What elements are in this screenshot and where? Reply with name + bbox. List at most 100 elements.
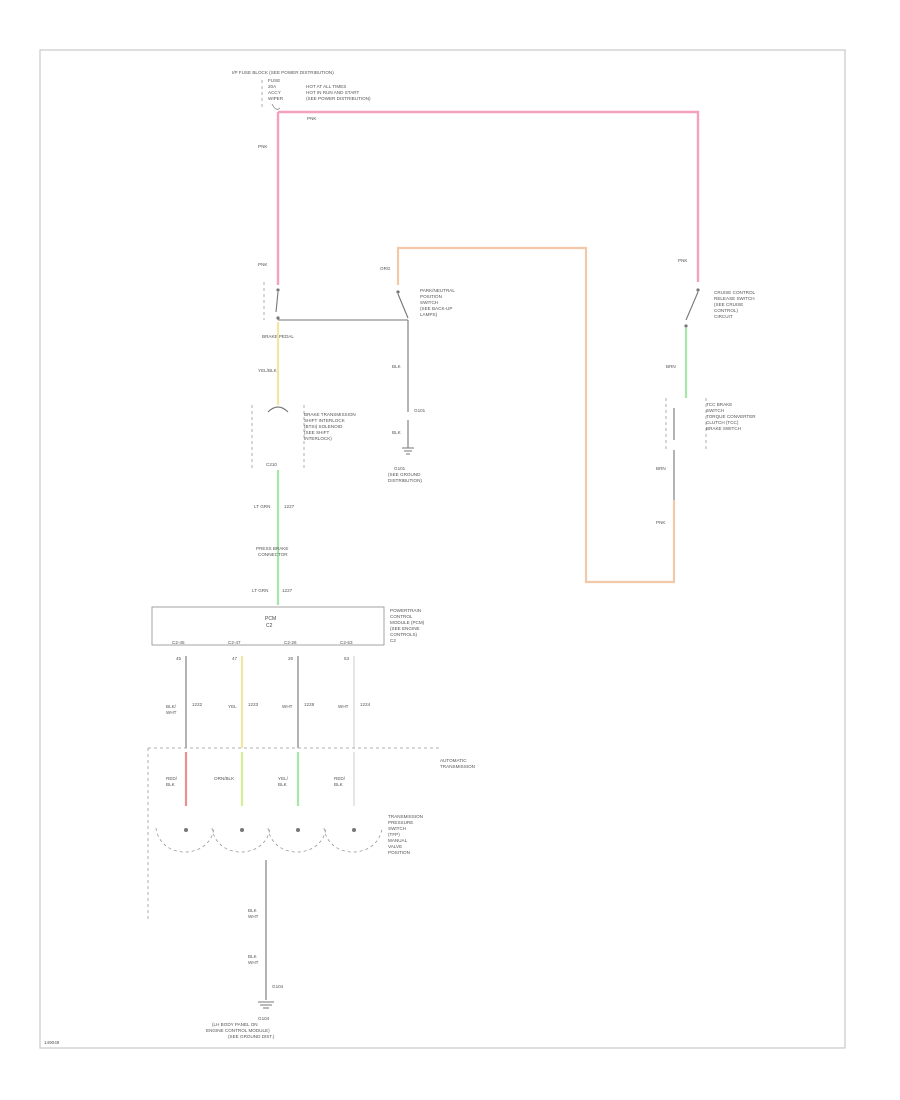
- svg-text:BLK: BLK: [392, 430, 402, 435]
- svg-text:BLK: BLK: [278, 782, 288, 787]
- svg-text:CONTROL): CONTROL): [714, 308, 738, 313]
- btsi-solenoid: BRAKE TRANSMISSION SHIFT INTERLOCK (BTSI…: [251, 405, 356, 470]
- svg-text:(SEE CRUISE: (SEE CRUISE: [714, 302, 743, 307]
- svg-text:SWITCH: SWITCH: [420, 300, 438, 305]
- svg-text:1228: 1228: [304, 702, 315, 707]
- svg-text:C2-45: C2-45: [172, 640, 185, 645]
- svg-text:G101: G101: [394, 466, 406, 471]
- svg-text:PCM: PCM: [265, 616, 276, 622]
- svg-text:1227: 1227: [284, 504, 295, 509]
- pressure-switch-assembly: TRANSMISSION PRESSURE SWITCH (TFP) MANUA…: [155, 814, 423, 855]
- park-neutral-switch: PARK/NEUTRAL POSITION SWITCH (SEE BACK-U…: [388, 288, 455, 483]
- svg-text:CONTROLS): CONTROLS): [390, 632, 418, 637]
- svg-text:WIPER: WIPER: [268, 96, 284, 101]
- svg-text:1222: 1222: [192, 702, 203, 707]
- svg-text:RED/: RED/: [166, 776, 178, 781]
- orange-wire: [396, 246, 676, 584]
- svg-text:CLUTCH (TCC): CLUTCH (TCC): [706, 420, 739, 425]
- svg-text:BLK: BLK: [392, 364, 402, 369]
- svg-text:45: 45: [176, 656, 182, 661]
- svg-text:PNK: PNK: [258, 262, 268, 267]
- svg-text:BLK: BLK: [334, 782, 344, 787]
- svg-text:BRAKE TRANSMISSION: BRAKE TRANSMISSION: [304, 412, 356, 417]
- svg-text:ENGINE CONTROL MODULE): ENGINE CONTROL MODULE): [206, 1028, 270, 1033]
- svg-text:47: 47: [232, 656, 238, 661]
- fuse-symbol: [271, 103, 281, 110]
- svg-text:(SEE POWER DISTRIBUTION): (SEE POWER DISTRIBUTION): [306, 96, 371, 101]
- svg-text:TORQUE CONVERTER: TORQUE CONVERTER: [706, 414, 756, 419]
- svg-text:C210: C210: [266, 462, 277, 467]
- svg-text:1223: 1223: [248, 702, 259, 707]
- svg-text:PNK: PNK: [258, 144, 268, 149]
- svg-text:BRAKE SWITCH: BRAKE SWITCH: [706, 426, 741, 431]
- svg-text:BRN: BRN: [666, 364, 676, 369]
- svg-text:BRN: BRN: [656, 466, 666, 471]
- svg-text:BLK: BLK: [248, 954, 258, 959]
- svg-text:CRUISE CONTROL: CRUISE CONTROL: [714, 290, 756, 295]
- ground-mid-symbol: [402, 447, 414, 455]
- svg-text:TRANSMISSION: TRANSMISSION: [440, 764, 475, 769]
- svg-text:MANUAL: MANUAL: [388, 838, 408, 843]
- svg-text:20A: 20A: [268, 84, 277, 89]
- svg-text:POWERTRAIN: POWERTRAIN: [390, 608, 421, 613]
- svg-text:PNK: PNK: [656, 520, 666, 525]
- svg-text:SHIFT INTERLOCK: SHIFT INTERLOCK: [304, 418, 346, 423]
- svg-text:(SEE SHIFT: (SEE SHIFT: [304, 430, 329, 435]
- svg-text:BLK: BLK: [248, 908, 258, 913]
- svg-text:CIRCUIT: CIRCUIT: [714, 314, 733, 319]
- svg-text:RED/: RED/: [334, 776, 346, 781]
- svg-text:LAMPS): LAMPS): [420, 312, 438, 317]
- svg-text:FUSE: FUSE: [268, 78, 280, 83]
- pink-wire-top: [278, 110, 700, 282]
- pcm-module: PCM C2 POWERTRAIN CONTROL MODULE (PCM) (…: [151, 606, 425, 661]
- svg-text:DISTRIBUTION): DISTRIBUTION): [388, 478, 422, 483]
- svg-text:WHT: WHT: [248, 960, 259, 965]
- svg-text:INTERLOCK): INTERLOCK): [304, 436, 332, 441]
- svg-text:ORN/BLK: ORN/BLK: [214, 776, 235, 781]
- svg-text:YEL/BLK: YEL/BLK: [258, 368, 278, 373]
- svg-text:1227: 1227: [282, 588, 293, 593]
- svg-text:G101: G101: [414, 408, 426, 413]
- svg-text:WHT: WHT: [166, 710, 177, 715]
- svg-text:ACCY: ACCY: [268, 90, 281, 95]
- svg-text:(BTSI) SOLENOID: (BTSI) SOLENOID: [304, 424, 343, 429]
- fuse-block: I/P FUSE BLOCK (SEE POWER DISTRIBUTION) …: [232, 70, 371, 110]
- svg-text:TCC BRAKE: TCC BRAKE: [706, 402, 732, 407]
- svg-text:G104: G104: [272, 984, 284, 989]
- svg-text:PNK: PNK: [678, 258, 688, 263]
- cruise-release-switch: CRUISE CONTROL RELEASE SWITCH (SEE CRUIS…: [684, 288, 756, 328]
- svg-text:LT GRN: LT GRN: [254, 504, 270, 509]
- svg-text:AUTOMATIC: AUTOMATIC: [440, 758, 467, 763]
- svg-text:(SEE GROUND: (SEE GROUND: [388, 472, 421, 477]
- svg-text:YEL: YEL: [228, 704, 237, 709]
- svg-text:WHT: WHT: [282, 704, 293, 709]
- svg-text:C2-47: C2-47: [228, 640, 241, 645]
- fuse-block-title: I/P FUSE BLOCK (SEE POWER DISTRIBUTION): [232, 70, 334, 75]
- svg-text:YEL/: YEL/: [278, 776, 289, 781]
- svg-text:26: 26: [288, 656, 294, 661]
- svg-text:C2: C2: [390, 638, 396, 643]
- svg-text:PRESSURE: PRESSURE: [388, 820, 413, 825]
- svg-text:C2-26: C2-26: [284, 640, 297, 645]
- svg-text:PNK: PNK: [307, 116, 317, 121]
- svg-text:RELEASE SWITCH: RELEASE SWITCH: [714, 296, 755, 301]
- svg-text:BLK/: BLK/: [166, 704, 177, 709]
- svg-text:1224: 1224: [360, 702, 371, 707]
- svg-text:CONNECTOR: CONNECTOR: [258, 552, 288, 557]
- transmission-boundary: [147, 747, 440, 920]
- svg-text:(SEE ENGINE: (SEE ENGINE: [390, 626, 420, 631]
- svg-text:PRESS BRAKE: PRESS BRAKE: [256, 546, 288, 551]
- svg-text:ORG: ORG: [380, 266, 391, 271]
- svg-text:C2: C2: [266, 623, 273, 629]
- svg-text:PARK/NEUTRAL: PARK/NEUTRAL: [420, 288, 455, 293]
- diagram-frame: [39, 49, 846, 1049]
- svg-text:WHT: WHT: [338, 704, 349, 709]
- svg-text:POSITION: POSITION: [388, 850, 410, 855]
- svg-text:SWITCH: SWITCH: [706, 408, 724, 413]
- svg-text:WHT: WHT: [248, 914, 259, 919]
- svg-text:CONTROL: CONTROL: [390, 614, 413, 619]
- svg-text:LT GRN: LT GRN: [252, 588, 268, 593]
- svg-text:53: 53: [344, 656, 350, 661]
- svg-text:POSITION: POSITION: [420, 294, 442, 299]
